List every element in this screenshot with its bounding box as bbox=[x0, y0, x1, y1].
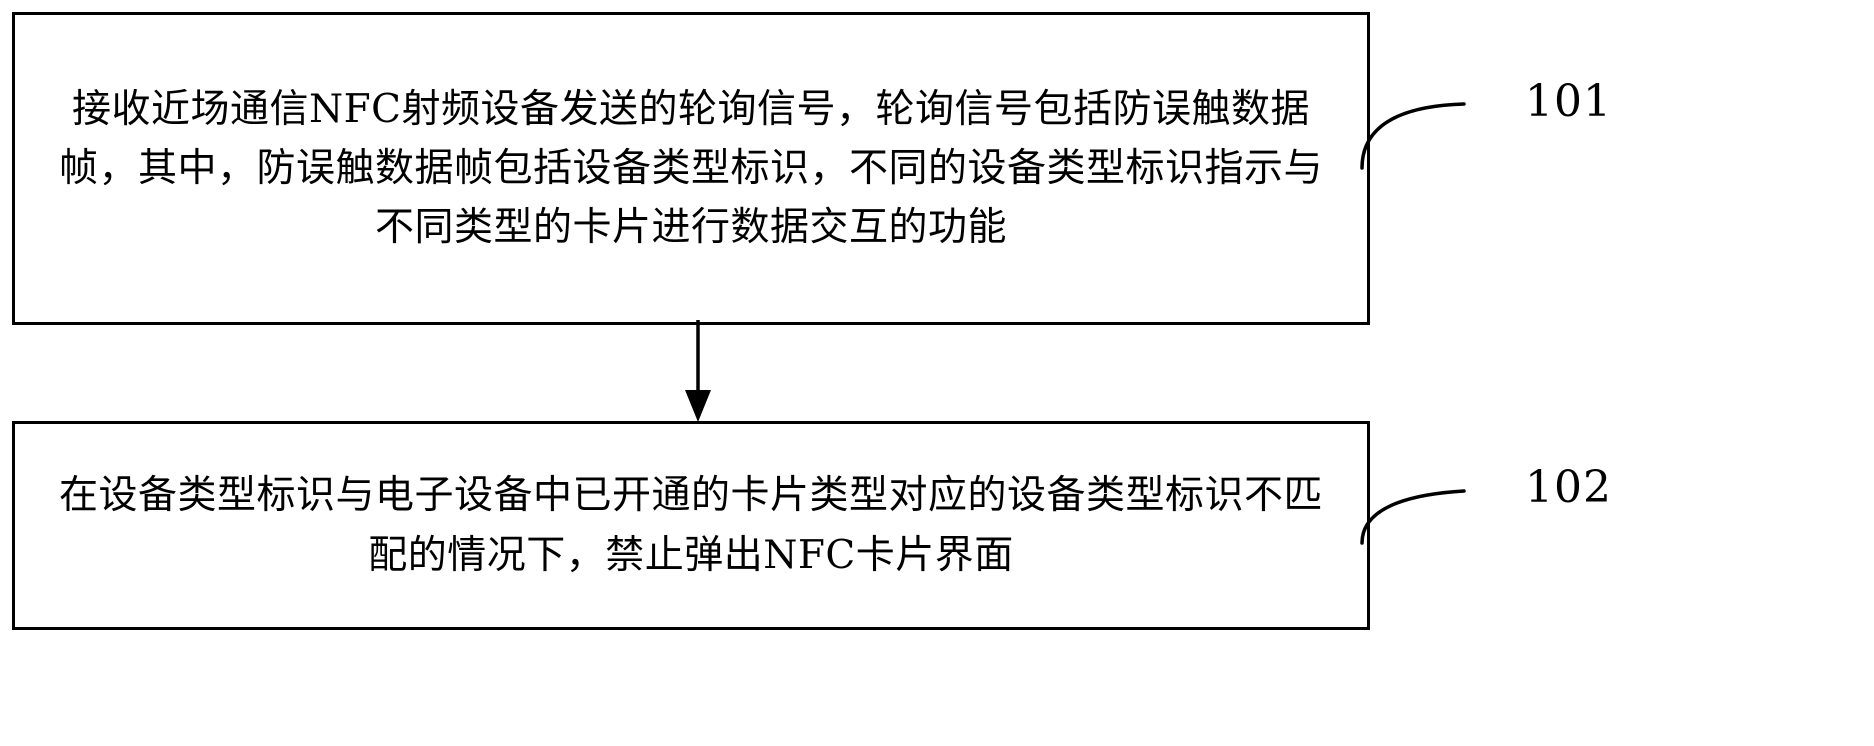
flowchart-step-101-text: 接收近场通信NFC射频设备发送的轮询信号，轮询信号包括防误触数据帧，其中，防误触… bbox=[58, 86, 1323, 251]
connector-arrow-101-to-102 bbox=[685, 320, 711, 422]
leader-line-101 bbox=[1360, 102, 1466, 170]
reference-numeral-101: 101 bbox=[1525, 76, 1612, 127]
flowchart-step-102: 在设备类型标识与电子设备中已开通的卡片类型对应的设备类型标识不匹配的情况下，禁止… bbox=[12, 421, 1370, 630]
flowchart-step-102-text: 在设备类型标识与电子设备中已开通的卡片类型对应的设备类型标识不匹配的情况下，禁止… bbox=[58, 473, 1323, 578]
flowchart-step-101: 接收近场通信NFC射频设备发送的轮询信号，轮询信号包括防误触数据帧，其中，防误触… bbox=[12, 12, 1370, 325]
reference-numeral-102: 102 bbox=[1525, 462, 1612, 513]
leader-line-102 bbox=[1360, 489, 1466, 545]
